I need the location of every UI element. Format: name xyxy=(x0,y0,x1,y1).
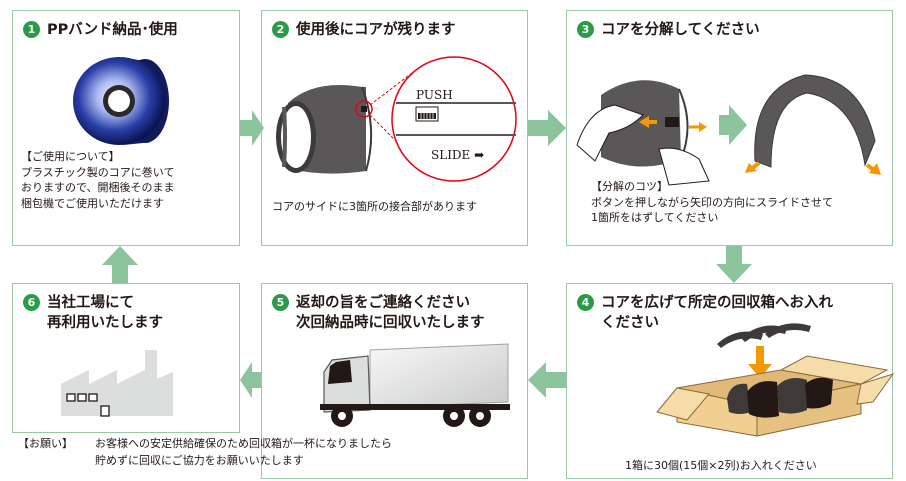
arrow-left-4-to-5 xyxy=(528,362,566,398)
slide-label: SLIDE ➡ xyxy=(431,148,484,162)
disassembly-illustration xyxy=(576,74,881,186)
arrow-up-6-to-1 xyxy=(102,246,138,283)
step-1-text-line: 梱包機でご使用いただけます xyxy=(21,196,164,210)
step-3-text-line: 1箇所をはずしてください xyxy=(591,211,719,224)
arrow-right-2-to-3 xyxy=(528,110,566,146)
step-5-title: 5 返却の旨をご連絡ください 次回納品時に回収いたします xyxy=(272,293,485,333)
push-label: PUSH xyxy=(416,88,453,102)
step-4-text-line: 1箱に30個(15個×2列)お入れください xyxy=(625,459,817,472)
note-tag: 【お願い】 xyxy=(18,437,73,450)
step-5-panel: 5 返却の旨をご連絡ください 次回納品時に回収いたします xyxy=(261,283,528,479)
step-5-title-line: 次回納品時に回収いたします xyxy=(296,315,485,331)
delivery-truck-illustration xyxy=(320,343,510,427)
note-line: 貯めずに回収にご協力をお願いいたします xyxy=(95,454,304,467)
step-1-text-line: プラスチック製のコアに巻いて xyxy=(21,165,175,179)
step-1-title-line: PPバンド納品･使用 xyxy=(47,22,178,38)
step-6-title: 6 当社工場にて 再利用いたします xyxy=(23,293,163,333)
step-3-title: 3 コアを分解してください xyxy=(577,20,760,40)
collection-box-illustration xyxy=(656,323,895,437)
step-4-panel: 4 コアを広げて所定の回収箱へお入れ ください 1箱に30個(15個×2列)お入… xyxy=(566,283,895,479)
step-2-title-line: 使用後にコアが残ります xyxy=(296,22,456,38)
factory-illustration xyxy=(61,350,173,417)
step-4-title-line: ください xyxy=(601,315,659,331)
step-1-text-line: おりますので、開梱後そのまま xyxy=(21,181,175,194)
step-6-panel: 6 当社工場にて 再利用いたします xyxy=(12,283,240,433)
step-4-number: 4 xyxy=(577,294,594,311)
step-3-text-line: ボタンを押しながら矢印の方向にスライドさせて xyxy=(591,195,833,209)
step-2-text-line: コアのサイドに3箇所の接合部があります xyxy=(272,200,477,213)
step-3-title-line: コアを分解してください xyxy=(601,22,760,38)
step-1-number: 1 xyxy=(23,21,40,38)
step-3-number: 3 xyxy=(577,21,594,38)
step-6-title-line: 再利用いたします xyxy=(47,315,163,331)
core-joint-illustration: PUSH SLIDE ➡ xyxy=(276,56,517,182)
step-3-text-line: 【分解のコツ】 xyxy=(591,180,668,193)
step-4-title-line: コアを広げて所定の回収箱へお入れ xyxy=(601,295,833,311)
arrow-right-1-to-2 xyxy=(240,110,264,146)
pp-band-roll-illustration xyxy=(73,57,169,145)
step-1-title: 1 PPバンド納品･使用 xyxy=(23,20,178,40)
step-5-number: 5 xyxy=(272,294,289,311)
step-4-title: 4 コアを広げて所定の回収箱へお入れ ください xyxy=(577,293,833,333)
step-6-title-line: 当社工場にて xyxy=(47,295,134,311)
step-2-panel: 2 使用後にコアが残ります PUSH SLIDE ➡ コアのサイドに3箇所の接合… xyxy=(261,10,528,246)
step-2-number: 2 xyxy=(272,21,289,38)
arrow-down-3-to-4 xyxy=(716,246,752,283)
step-6-number: 6 xyxy=(23,294,40,311)
arrow-left-5-to-6 xyxy=(240,362,261,398)
step-1-text-line: 【ご使用について】 xyxy=(21,150,120,163)
note-line: お客様への安定供給確保のため回収箱が一杯になりましたら xyxy=(95,437,392,450)
step-3-panel: 3 コアを分解してください 【分解のコツ】 ボタンを押しながら矢印の方向にスライ… xyxy=(566,10,893,246)
step-1-panel: 1 PPバンド納品･使用 【ご使用について】 プラスチック製のコアに巻いて おり… xyxy=(12,10,240,246)
step-2-title: 2 使用後にコアが残ります xyxy=(272,20,456,40)
step-5-title-line: 返却の旨をご連絡ください xyxy=(296,295,470,311)
